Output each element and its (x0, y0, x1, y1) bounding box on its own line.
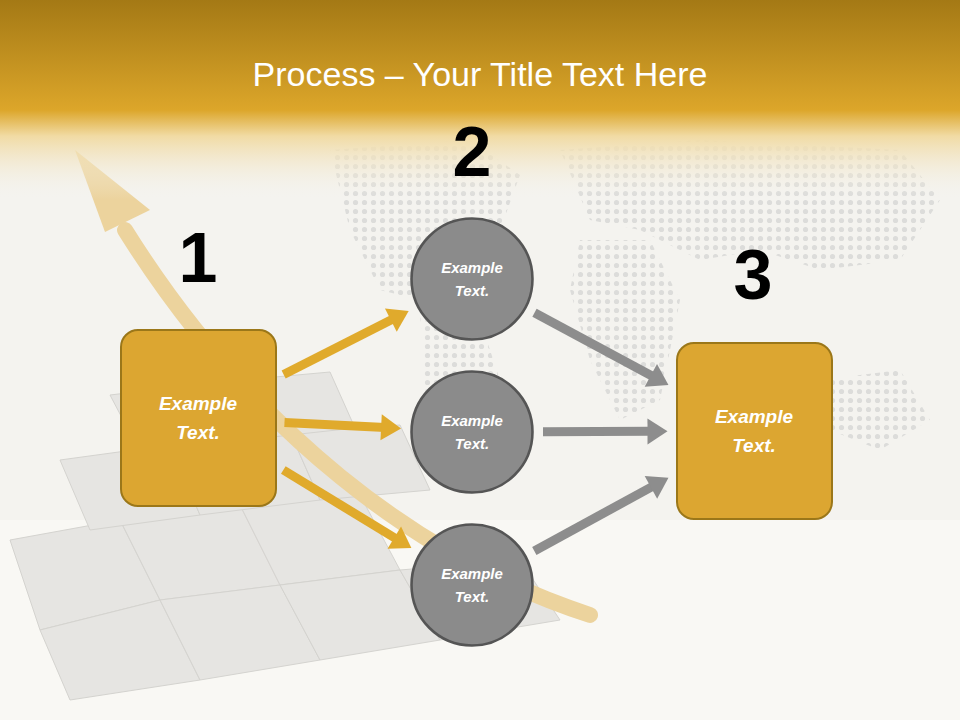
step-number: 3 (683, 240, 823, 310)
slide-title: Process – Your Title Text Here (20, 52, 940, 96)
process-circle: Example Text. (409, 522, 535, 648)
flow-arrow (543, 418, 668, 444)
circle-outline (409, 522, 535, 648)
arrow-shaft (283, 470, 397, 540)
flow-arrow (284, 414, 401, 440)
arrow-head (645, 364, 669, 387)
arrow-shaft (284, 318, 395, 374)
arrow-shaft (534, 313, 654, 378)
process-box: Example Text. (120, 329, 277, 507)
arrow-head (385, 309, 409, 332)
flow-arrow (534, 476, 668, 551)
node-text-group: Example Text. (433, 256, 511, 302)
node-text-group: Example Text. (704, 402, 804, 460)
arrow-shaft (284, 422, 385, 427)
circle-outline (409, 216, 535, 342)
node-text: Example Text. (433, 256, 511, 302)
arrow-head (647, 418, 667, 444)
silver-bars (10, 372, 560, 700)
arrow-head (388, 527, 412, 549)
arrow-head (380, 414, 401, 440)
flow-arrow (534, 313, 668, 387)
node-text: Example Text. (148, 389, 248, 447)
node-text: Example Text. (433, 409, 511, 455)
process-box: Example Text. (676, 342, 833, 520)
flow-arrow (283, 470, 411, 549)
node-text-group: Example Text. (433, 409, 511, 455)
node-text-group: Example Text. (433, 562, 511, 608)
step-number: 2 (402, 117, 542, 187)
arrow-shaft (543, 427, 652, 436)
node-text-group: Example Text. (148, 389, 248, 447)
process-circle: Example Text. (409, 369, 535, 495)
node-text: Example Text. (433, 562, 511, 608)
step-number: 1 (128, 223, 268, 293)
circle-outline (409, 369, 535, 495)
flow-arrow (284, 309, 409, 375)
arrow-head (645, 476, 669, 499)
arrow-shaft (534, 485, 654, 551)
process-circle: Example Text. (409, 216, 535, 342)
node-text: Example Text. (704, 402, 804, 460)
